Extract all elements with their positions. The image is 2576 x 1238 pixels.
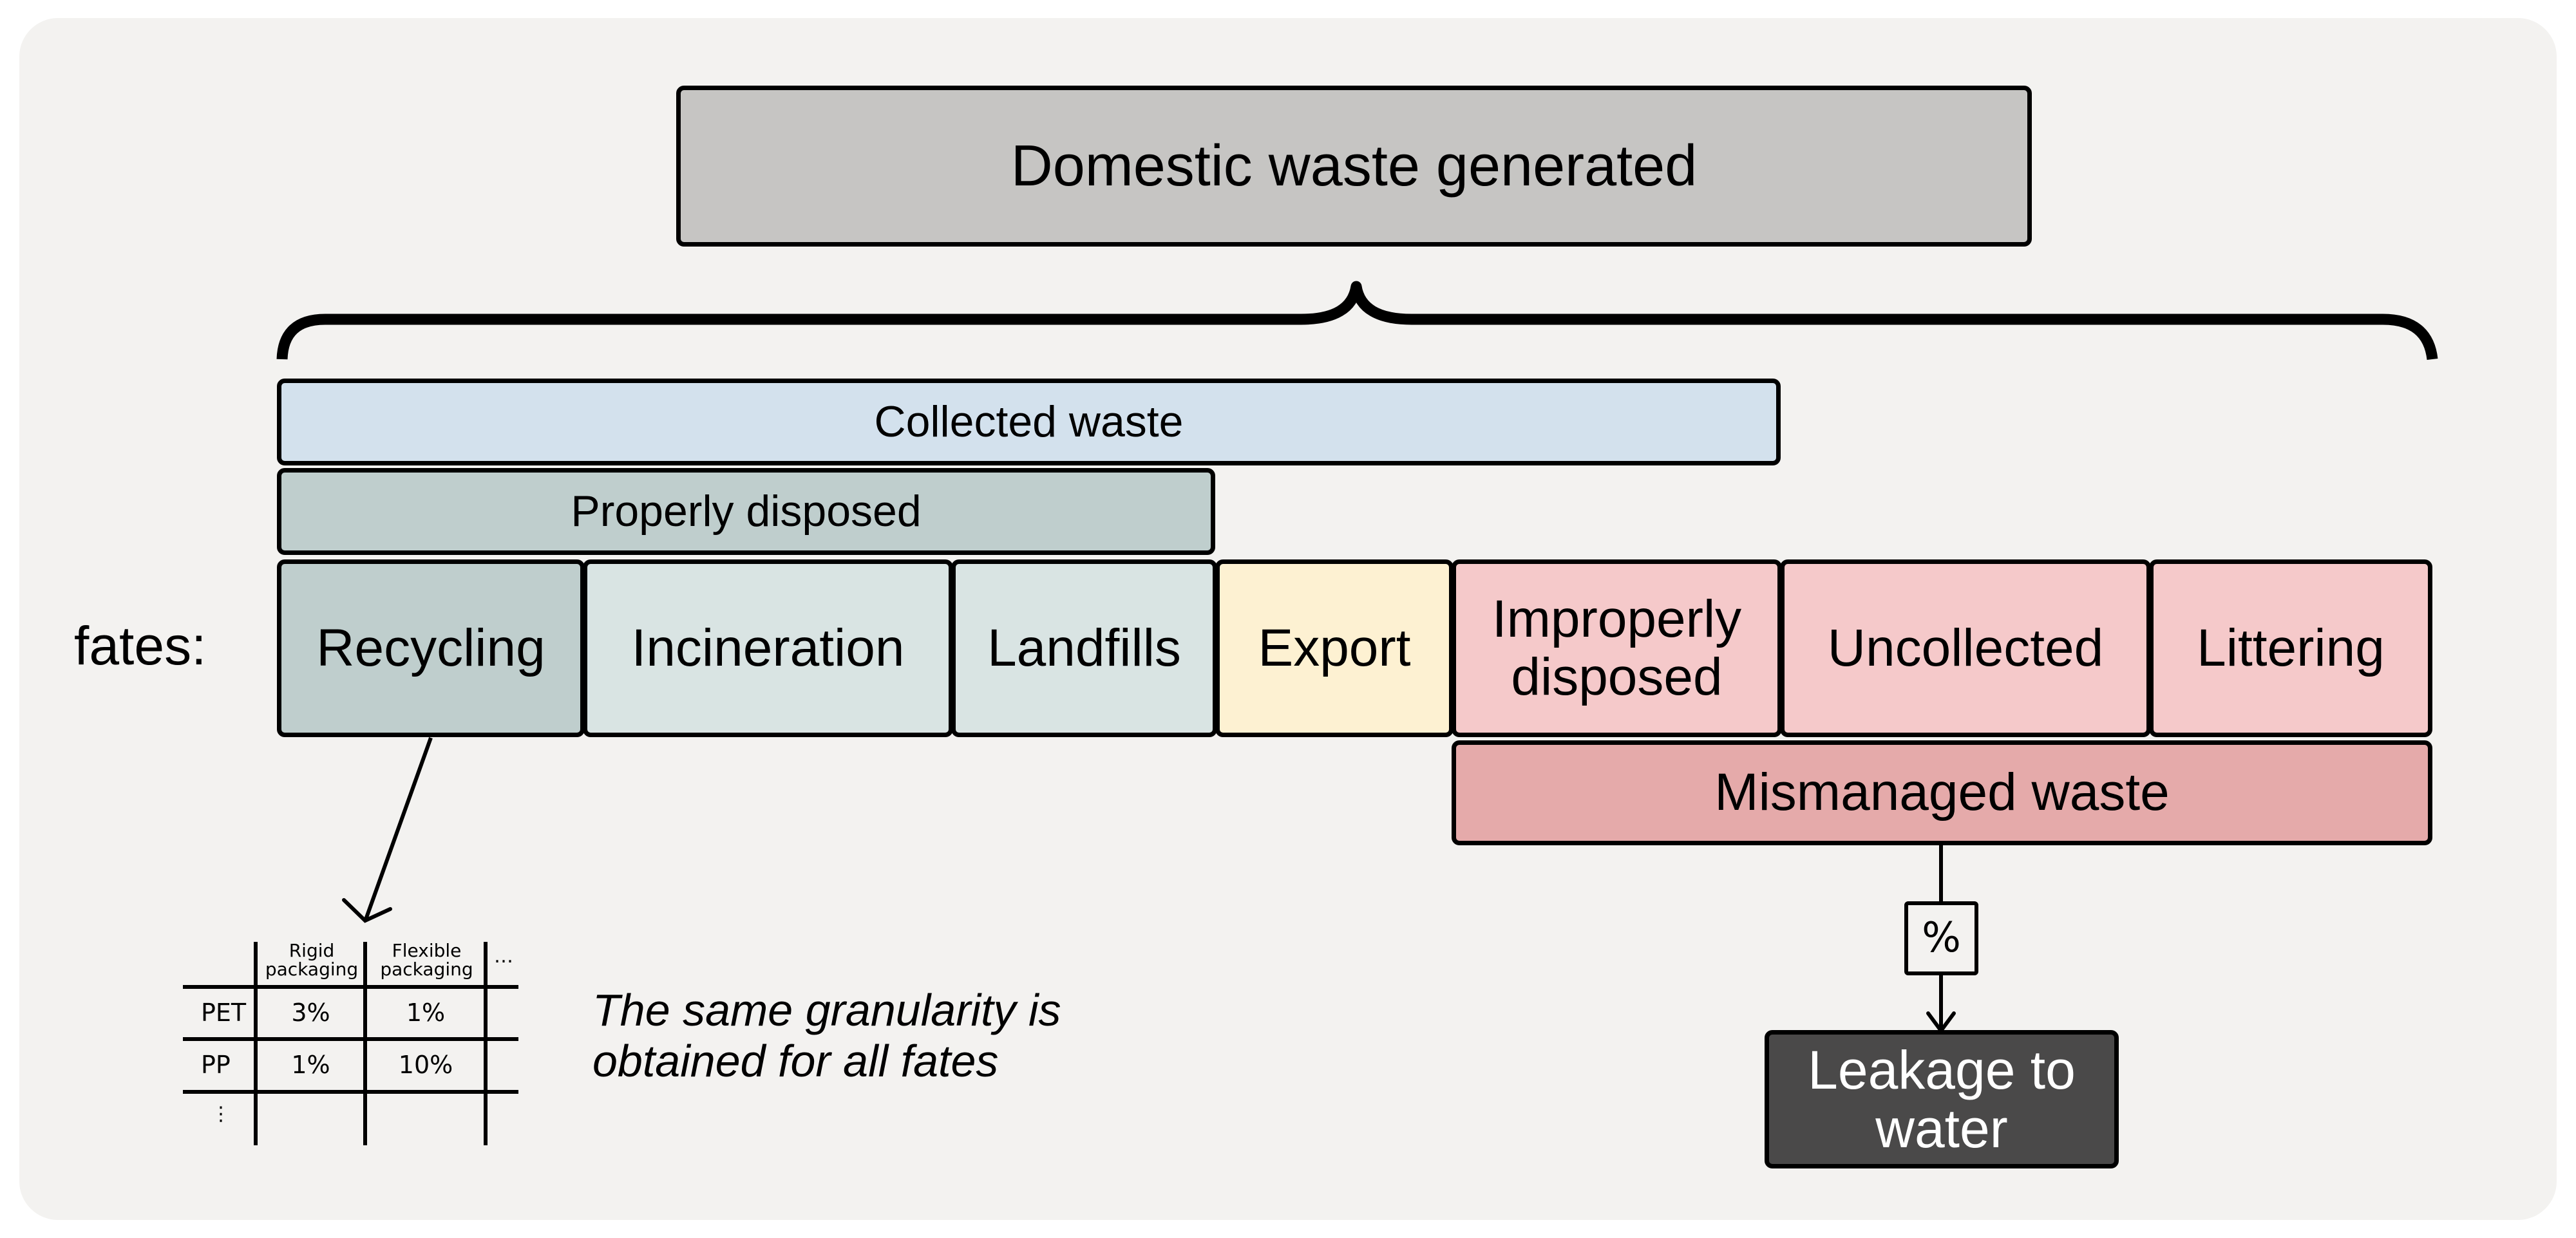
table-cell-pp-rigid: 1% [291,1051,330,1079]
fate-littering: Littering [2149,559,2432,737]
leakage-to-water-box: Leakage to water [1765,1030,2119,1168]
table-row-label-pet: PET [201,999,247,1027]
fate-littering-label: Littering [2197,618,2385,677]
table-row-label-more: ⋮ [211,1103,231,1125]
fate-uncollected-label: Uncollected [1827,618,2104,677]
table-cell-pet-rigid: 3% [291,999,330,1027]
fate-export-label: Export [1258,618,1411,677]
recycling-to-table-arrowhead [342,898,392,923]
fate-recycling-label: Recycling [316,618,545,677]
fates-label: fates: [74,615,207,676]
fate-incineration-label: Incineration [631,618,905,677]
fate-export: Export [1215,559,1454,737]
table-header-rigid: Rigid packaging [265,940,359,980]
properly-disposed-label: Properly disposed [571,487,922,536]
table-header-flexible: Flexible packaging [380,940,473,980]
fate-improperly-disposed: Improperly disposed [1452,559,1782,737]
mismanaged-waste-label: Mismanaged waste [1714,763,2170,822]
percent-box: % [1904,901,1978,975]
percent-icon: % [1922,914,1961,962]
fate-landfills-label: Landfills [987,618,1181,677]
table-cell-pet-flexible: 1% [406,999,446,1027]
leakage-to-water-label: Leakage to water [1808,1039,2076,1159]
recycling-to-table-arrow-line [364,736,433,921]
table-cell-pp-flexible: 10% [398,1051,453,1079]
granularity-note: The same granularity is obtained for all… [592,985,1061,1087]
domestic-waste-generated-label: Domestic waste generated [1010,133,1698,198]
collected-waste-bar: Collected waste [277,379,1781,465]
collected-waste-label: Collected waste [874,397,1184,447]
fate-recycling: Recycling [277,559,585,737]
brace [276,281,2438,361]
fate-landfills: Landfills [951,559,1217,737]
properly-disposed-bar: Properly disposed [277,468,1215,555]
mismanaged-waste-bar: Mismanaged waste [1452,740,2432,845]
table-header-more: … [494,945,513,968]
table-row-label-pp: PP [201,1051,231,1079]
fate-incineration: Incineration [583,559,953,737]
fate-uncollected: Uncollected [1780,559,2151,737]
table-grid [183,942,518,1145]
domestic-waste-generated-box: Domestic waste generated [676,86,2032,247]
fate-improperly-disposed-label: Improperly disposed [1492,589,1742,706]
